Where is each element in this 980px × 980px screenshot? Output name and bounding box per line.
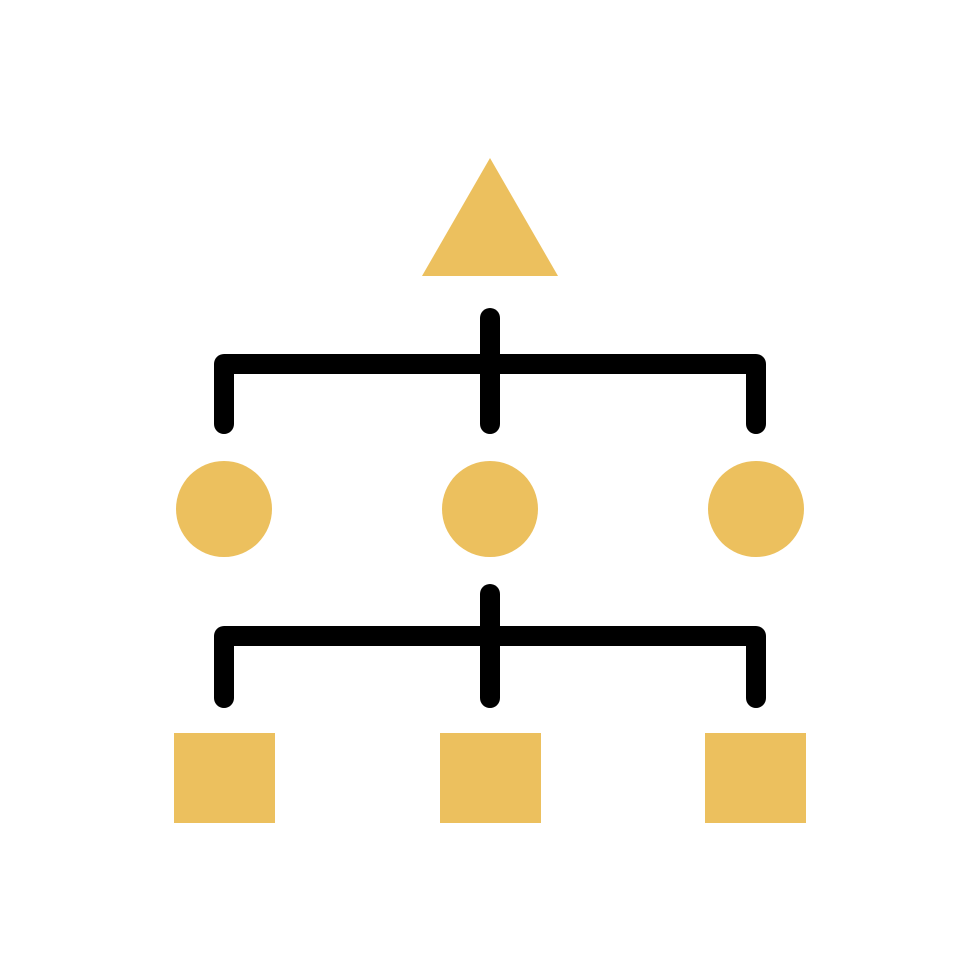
- bottom-square-nodes: [174, 733, 806, 823]
- square-node-left: [174, 733, 275, 823]
- upper-connector-bracket: [214, 354, 766, 434]
- square-node-right: [705, 733, 806, 823]
- middle-circle-nodes: [176, 461, 804, 557]
- lower-connector-lines: [214, 584, 766, 708]
- circle-node-center: [442, 461, 538, 557]
- circle-node-right: [708, 461, 804, 557]
- upper-connector-lines: [214, 308, 766, 434]
- triangle-top-node: [422, 158, 558, 276]
- circle-node-left: [176, 461, 272, 557]
- lower-connector-bracket: [214, 626, 766, 708]
- square-node-center: [440, 733, 541, 823]
